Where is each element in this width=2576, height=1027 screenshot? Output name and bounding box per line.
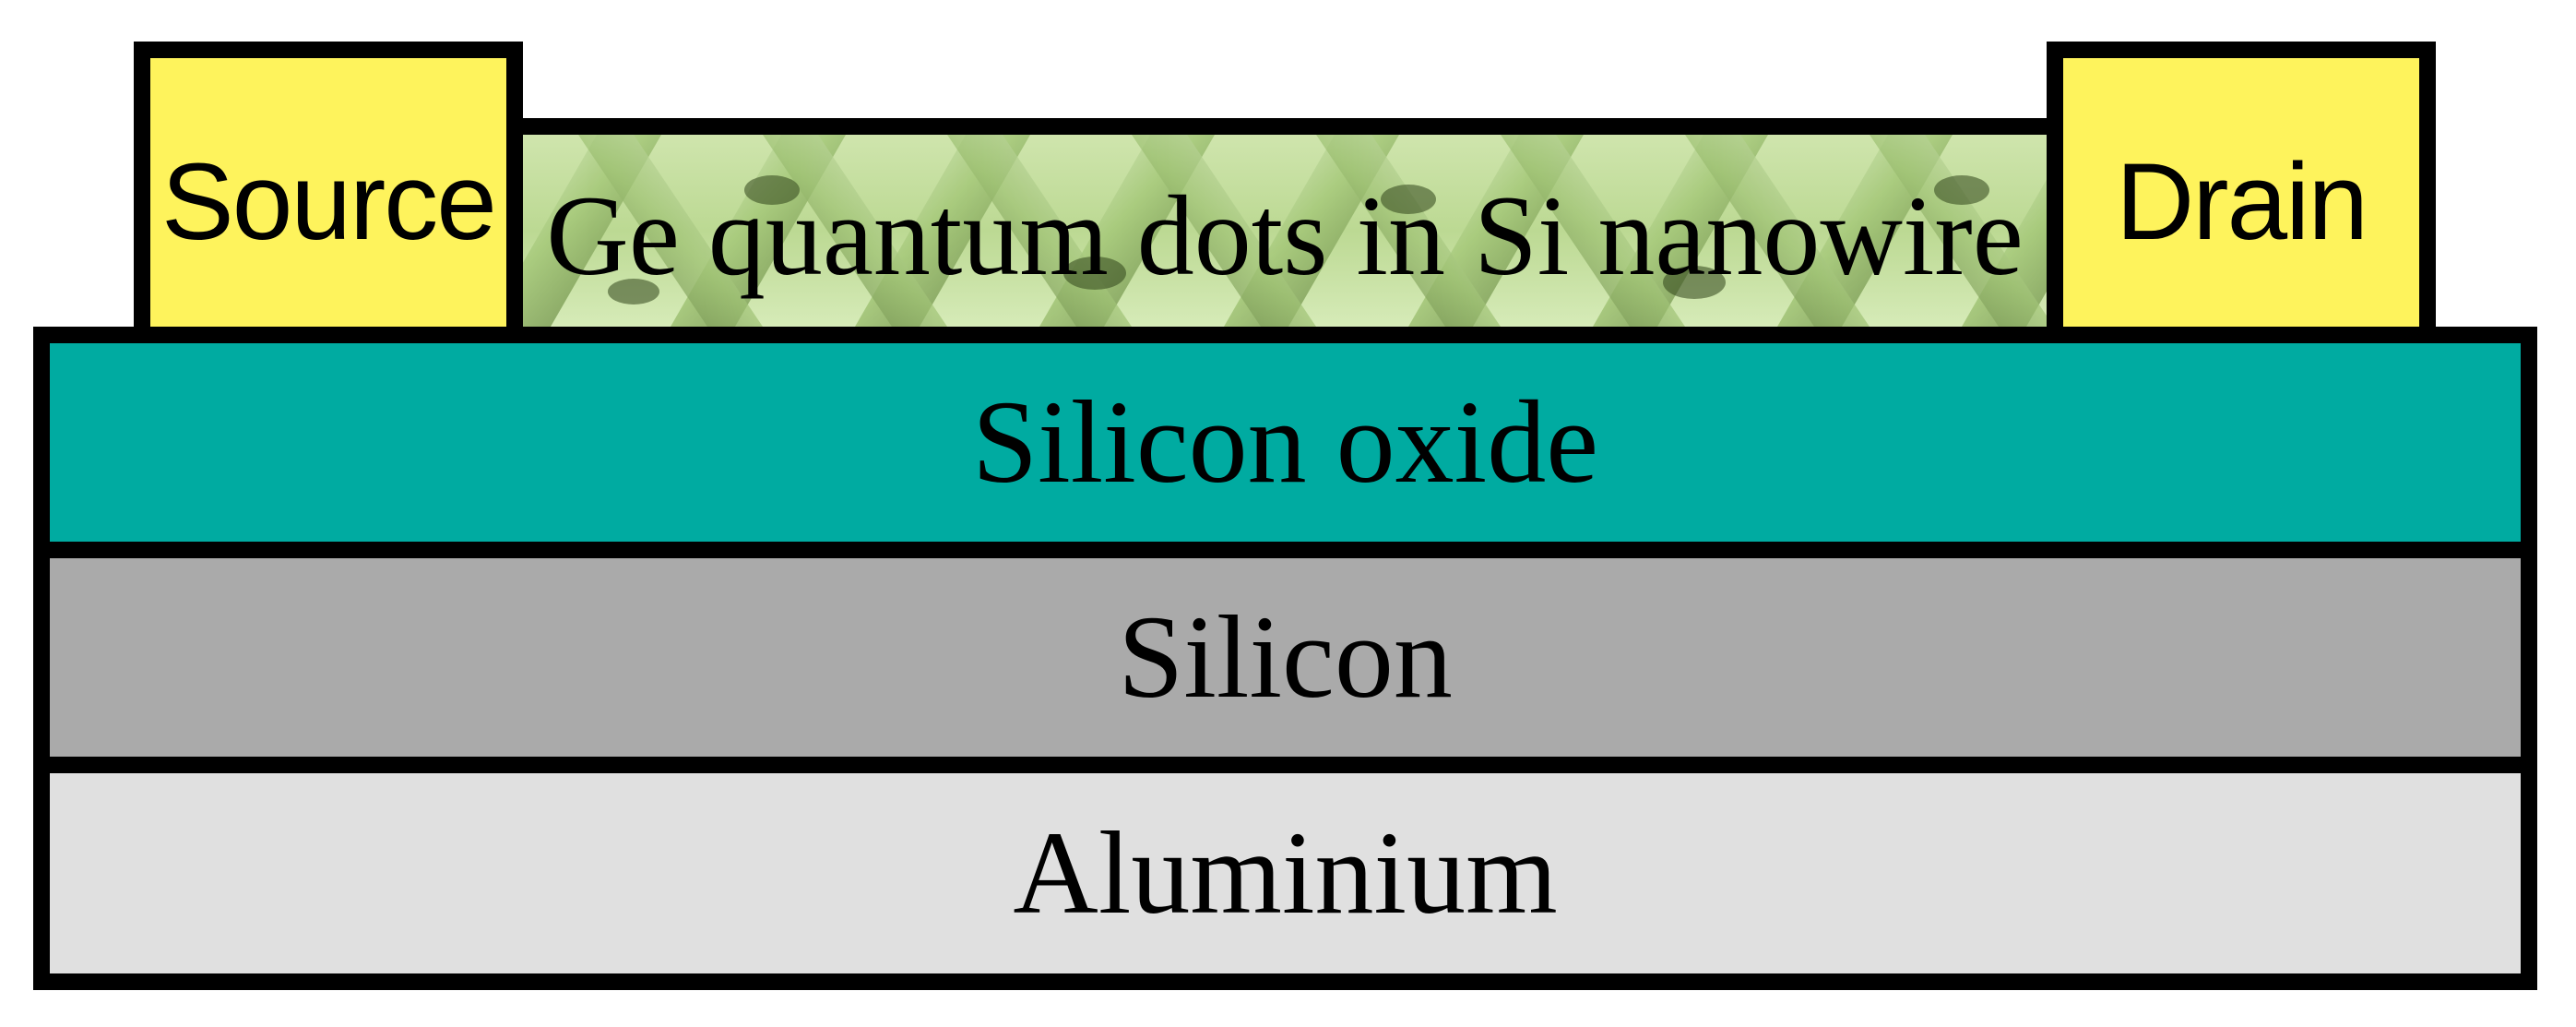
silicon-layer: Silicon [33,542,2537,773]
nanowire-texture [523,135,2047,327]
nanowire-label: Ge quantum dots in Si nanowire [546,173,2024,299]
silicon-oxide-label: Silicon oxide [971,376,1599,508]
source-label: Source [161,140,497,263]
aluminium-label: Aluminium [1013,807,1558,938]
drain-contact: Drain [2047,42,2436,343]
silicon-label: Silicon [1118,591,1453,722]
nanowire-channel: Ge quantum dots in Si nanowire [506,118,2063,343]
drain-label: Drain [2116,140,2368,263]
silicon-oxide-layer: Silicon oxide [33,327,2537,558]
aluminium-layer: Aluminium [33,757,2537,990]
source-contact: Source [134,42,523,343]
